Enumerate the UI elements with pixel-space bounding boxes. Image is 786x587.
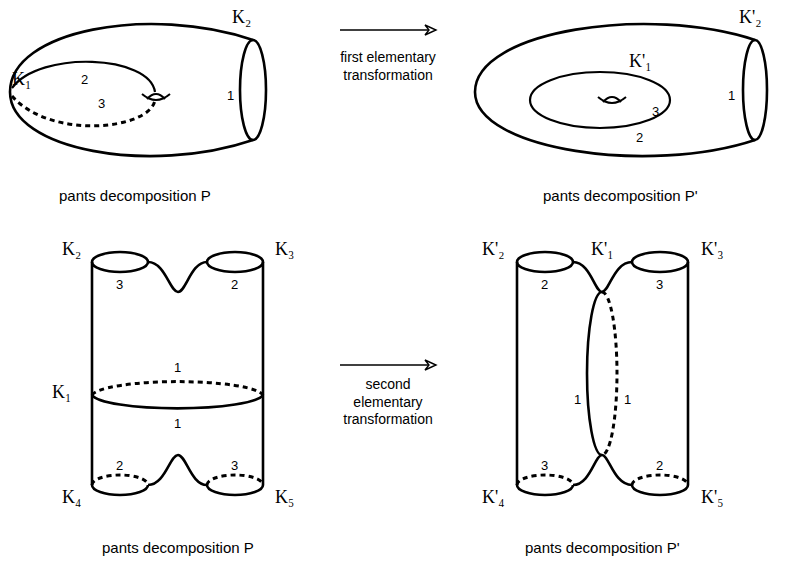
boundary-name: K₃: [275, 240, 294, 260]
curve-number: 1: [624, 393, 631, 407]
curve-number: 2: [81, 73, 88, 87]
boundary-name: K'₅: [701, 488, 724, 508]
boundary-name: K'₂: [482, 240, 505, 260]
curve-number: 3: [656, 278, 663, 292]
curve-number: 2: [656, 459, 663, 473]
transformation-label: first elementary transformation: [336, 49, 440, 84]
boundary-name: K₁: [12, 70, 31, 90]
boundary-name: K₅: [275, 488, 294, 508]
caption: pants decomposition P': [543, 188, 698, 205]
curve-number: 1: [574, 393, 581, 407]
boundary-name: K₁: [52, 383, 71, 403]
caption: pants decomposition P: [102, 540, 254, 557]
curve-number: 3: [98, 97, 105, 111]
curve-number: 3: [541, 459, 548, 473]
curve-number: 1: [728, 89, 735, 103]
boundary-name: K'₁: [629, 52, 652, 72]
curve-number: 2: [636, 131, 643, 145]
caption: pants decomposition P': [525, 540, 680, 557]
boundary-name: K₄: [62, 488, 81, 508]
boundary-name: K'₁: [591, 240, 614, 260]
caption: pants decomposition P: [59, 188, 211, 205]
curve-number: 2: [116, 459, 123, 473]
boundary-name: K'₄: [482, 488, 505, 508]
boundary-name: K₂: [232, 8, 251, 28]
boundary-name: K'₃: [701, 240, 724, 260]
curve-number: 1: [174, 417, 181, 431]
boundary-name: K'₂: [739, 8, 762, 28]
curve-number: 2: [541, 278, 548, 292]
curve-number: 3: [652, 105, 659, 119]
curve-number: 1: [227, 89, 234, 103]
curve-number: 2: [231, 278, 238, 292]
curve-number: 3: [231, 459, 238, 473]
boundary-name: K₂: [62, 240, 81, 260]
curve-number: 3: [116, 278, 123, 292]
transformation-label: second elementary transformation: [336, 376, 440, 429]
curve-number: 1: [174, 361, 181, 375]
